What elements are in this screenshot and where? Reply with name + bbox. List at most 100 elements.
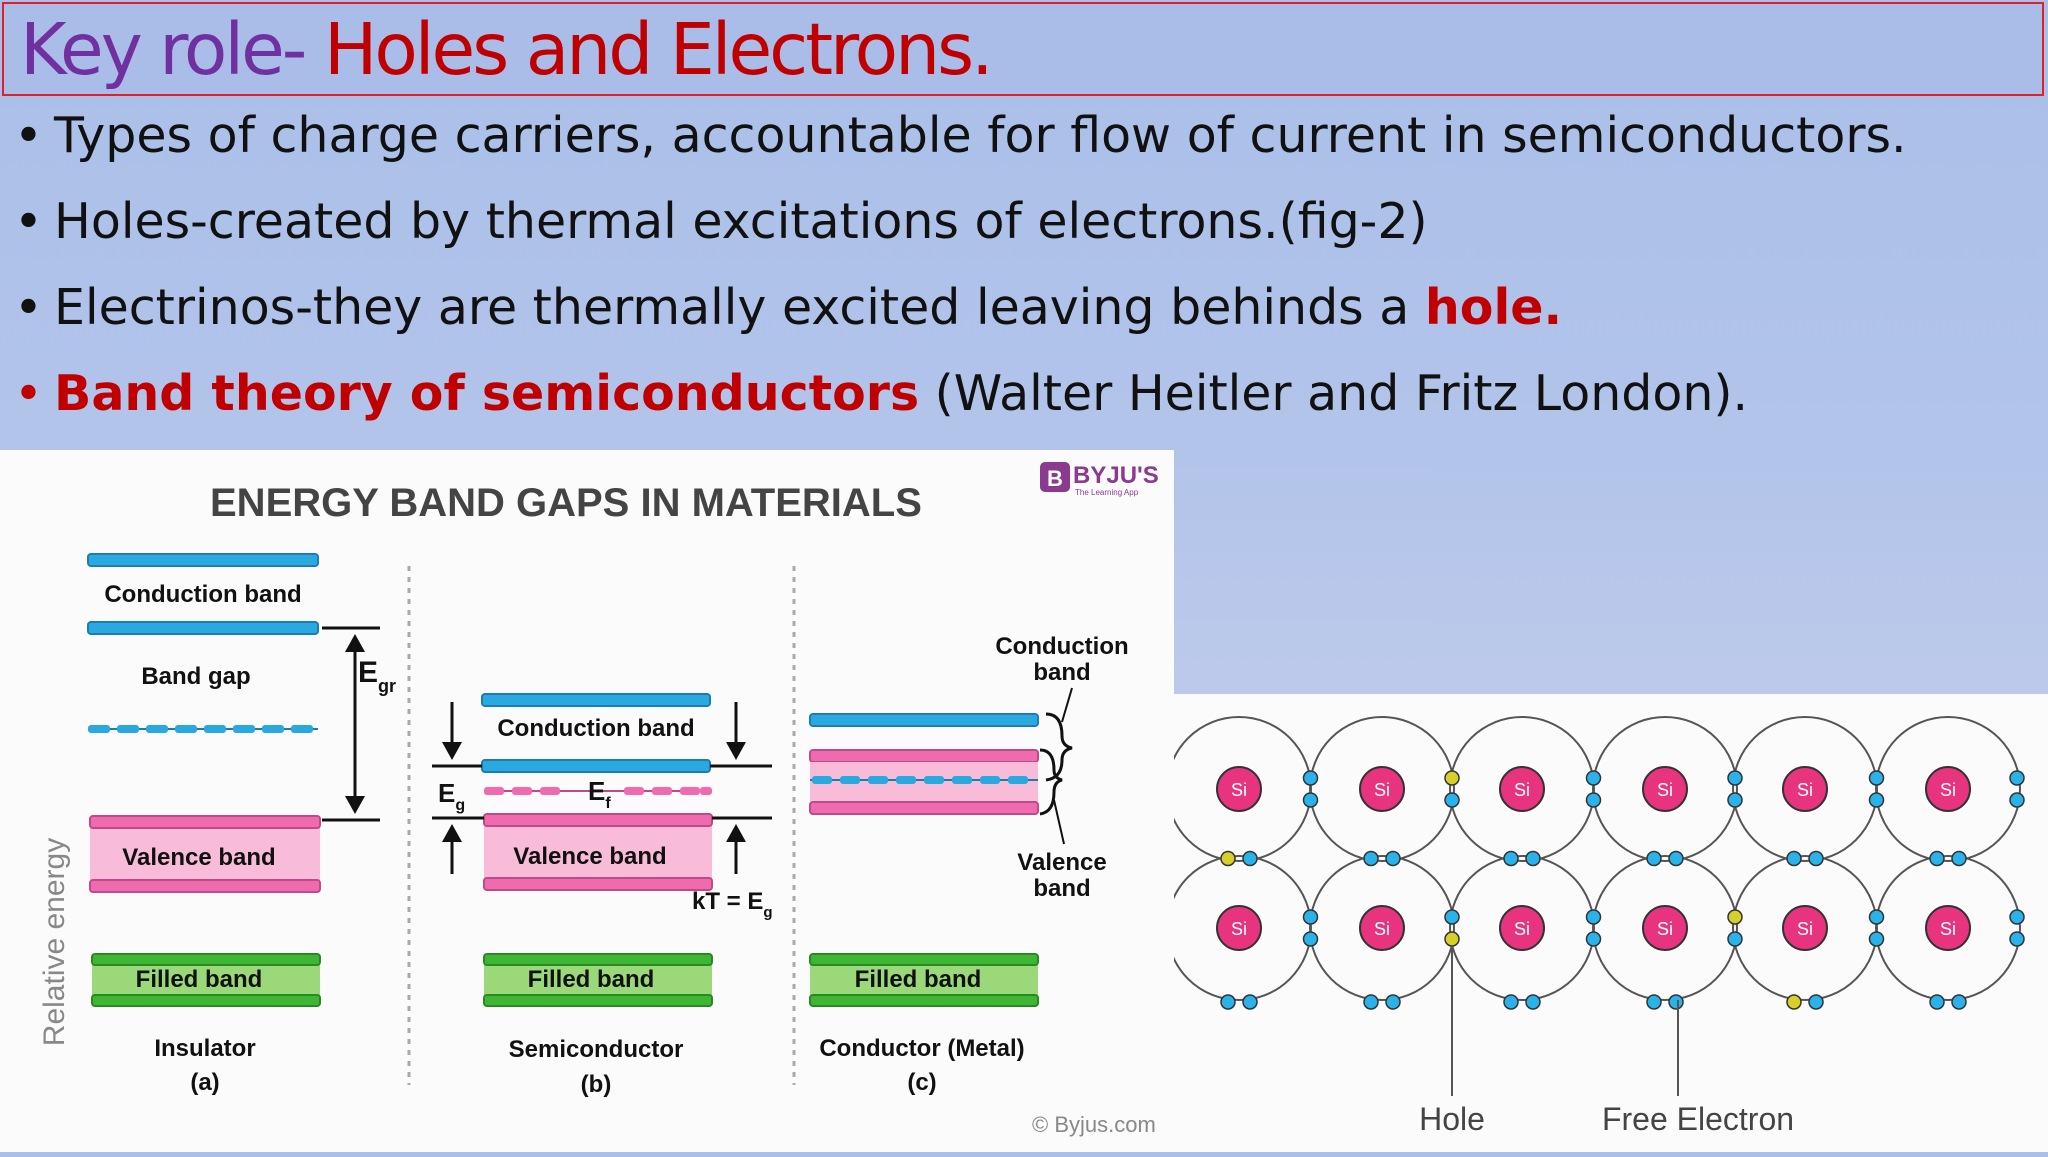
- bond-electron: [1302, 770, 1319, 786]
- bond-electron: [1929, 994, 1945, 1010]
- bond-electron: [1585, 909, 1602, 925]
- bond-electron: [1786, 850, 1802, 867]
- hole-electron: [1444, 931, 1460, 947]
- bond-electron: [1868, 909, 1885, 925]
- bond-electron: [1868, 792, 1885, 808]
- bond-electron: [1646, 850, 1662, 867]
- energy-band-diagram: ENERGY BAND GAPS IN MATERIALS B BYJU'S T…: [0, 450, 1174, 1152]
- bullet-electrinos: •Electrinos-they are thermally excited l…: [14, 278, 1562, 338]
- title-holes-electrons: Holes and Electrons.: [304, 8, 994, 91]
- bond-electron: [1585, 792, 1602, 808]
- si-atom-label: Si: [1231, 780, 1247, 800]
- bond-electron: [1929, 850, 1945, 867]
- bond-electron: [1727, 770, 1743, 786]
- insulator-letter: (a): [190, 1069, 219, 1096]
- bullet-text: (Walter Heitler and Fritz London).: [919, 365, 1749, 422]
- bond-electron: [2009, 909, 2025, 925]
- bond-electron: [1302, 792, 1319, 808]
- bullet-highlight-band-theory: Band theory of semiconductors: [54, 365, 920, 422]
- fermi-level-dashes: [484, 787, 712, 795]
- bond-electron: [1242, 994, 1258, 1010]
- insulator-conduction-band-top: [87, 553, 319, 567]
- bond-electron: [1727, 931, 1743, 947]
- conductor-conduction-label-1: Conduction: [995, 633, 1128, 660]
- kt-eg-label: kT = Eg: [692, 888, 773, 921]
- si-atom: [1499, 905, 1545, 951]
- bullet-dot: •: [14, 193, 43, 250]
- semiconductor-conduction-band-bottom: [481, 759, 711, 773]
- bond-electron: [1385, 850, 1401, 867]
- slide-title: Key role- Holes and Electrons.: [20, 6, 994, 94]
- bond-electron: [1808, 994, 1824, 1010]
- bullet-text: Electrinos-they are thermally excited le…: [54, 279, 1425, 336]
- bullet-dot: •: [14, 279, 43, 336]
- si-atom-label: Si: [1940, 780, 1956, 800]
- bond-electron: [1363, 850, 1379, 867]
- si-atom: [1216, 766, 1262, 812]
- band-diagram-title: ENERGY BAND GAPS IN MATERIALS: [210, 481, 922, 525]
- si-atom: [1642, 766, 1688, 812]
- bond-electron: [1525, 850, 1541, 867]
- bond-electron: [1668, 994, 1684, 1010]
- bond-electron: [1302, 931, 1319, 947]
- insulator-conduction-label: Conduction band: [104, 581, 301, 608]
- hole-electron: [1727, 909, 1743, 925]
- semiconductor-valence-label: Valence band: [513, 843, 666, 870]
- semiconductor-filled-label: Filled band: [528, 966, 655, 993]
- ef-symbol: Ef: [588, 776, 611, 812]
- bullet-dot: •: [14, 365, 43, 422]
- insulator-gap-label: Band gap: [141, 663, 250, 690]
- free-electron-label: Free Electron: [1602, 1101, 1794, 1137]
- conductor-conduction-label-2: band: [1033, 659, 1090, 686]
- bullet-text: Types of charge carriers, accountable fo…: [54, 107, 1907, 164]
- conductor-letter: (c): [907, 1069, 936, 1096]
- conductor-valence-label-1: Valence: [1017, 849, 1106, 876]
- bond-electron: [1585, 931, 1602, 947]
- orbit-circle: [1309, 716, 1455, 862]
- title-key-role: Key role-: [20, 8, 307, 91]
- si-atom: [1782, 905, 1828, 951]
- copyright: © Byjus.com: [1032, 1112, 1156, 1137]
- insulator-name: Insulator: [154, 1035, 255, 1062]
- orbit-circle: [1875, 855, 2021, 1001]
- bond-electron: [2009, 931, 2025, 947]
- conductor-valence-label-2: band: [1033, 875, 1090, 902]
- bond-electron: [2009, 770, 2025, 786]
- bond-electron: [1868, 931, 1885, 947]
- si-atom-label: Si: [1657, 919, 1673, 939]
- bond-electron: [1668, 850, 1684, 867]
- byjus-logo-icon: [1040, 462, 1070, 492]
- bond-electron: [1444, 909, 1460, 925]
- semiconductor-name: Semiconductor: [509, 1036, 684, 1063]
- bond-electron: [1951, 994, 1967, 1010]
- bond-electron: [2009, 792, 2025, 808]
- bond-electron: [1385, 994, 1401, 1010]
- bond-electron: [1220, 994, 1236, 1010]
- insulator-dashed-level: [88, 725, 318, 733]
- insulator-valence-label: Valence band: [122, 844, 275, 871]
- conductor-name: Conductor (Metal): [819, 1035, 1024, 1062]
- insulator-filled-label: Filled band: [136, 966, 263, 993]
- bullet-text: Holes-created by thermal excitations of …: [54, 193, 1428, 250]
- si-atom-label: Si: [1374, 780, 1390, 800]
- bond-electron: [1585, 770, 1602, 786]
- bond-electron: [1868, 770, 1885, 786]
- conductor-dashed-level: [810, 776, 1038, 784]
- insulator-column: Conduction band Band gap Valence band Eg…: [87, 553, 396, 1096]
- orbit-circle: [1592, 716, 1738, 862]
- bond-electron: [1503, 850, 1519, 867]
- bullet-dot: •: [14, 107, 43, 164]
- orbit-circle: [1309, 855, 1455, 1001]
- si-atom-label: Si: [1514, 780, 1530, 800]
- si-atom-label: Si: [1940, 919, 1956, 939]
- si-atom-label: Si: [1374, 919, 1390, 939]
- si-atom: [1925, 905, 1971, 951]
- si-atom: [1925, 766, 1971, 812]
- bond-electron: [1302, 909, 1319, 925]
- conductor-conduction-band: [809, 713, 1039, 727]
- conductor-column: Conduction band Valence band Filled band…: [809, 633, 1129, 1096]
- egr-symbol: Egr: [358, 656, 396, 696]
- eg-symbol: Eg: [438, 778, 465, 814]
